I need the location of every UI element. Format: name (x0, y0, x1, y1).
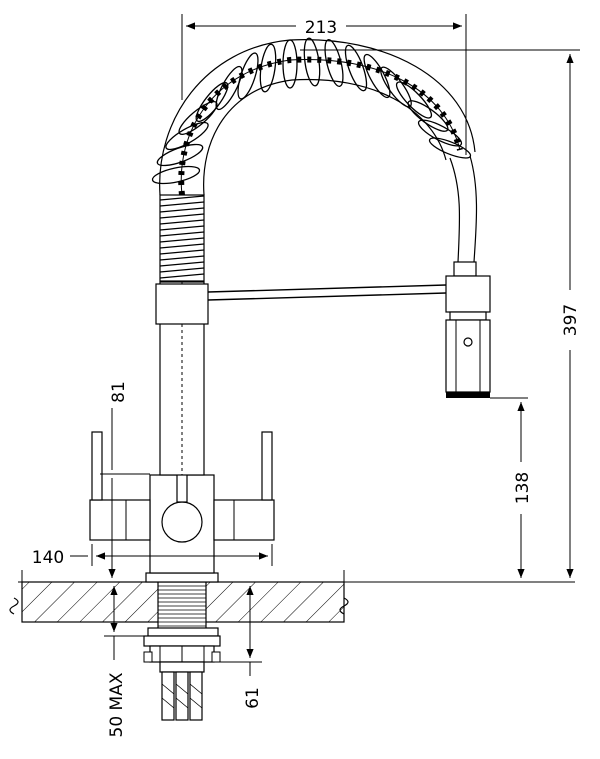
spring-coil (151, 37, 476, 282)
dim-label-213: 213 (305, 18, 337, 38)
spray-head (445, 261, 491, 398)
dim-label-50-max: 50 MAX (107, 672, 127, 737)
dimension-spout-clearance: 138 (490, 397, 533, 578)
dim-label-61: 61 (243, 687, 263, 709)
dim-label-397: 397 (561, 304, 581, 336)
dimension-shank-length: 61 (220, 586, 263, 709)
dim-label-140: 140 (32, 548, 64, 568)
dim-label-138: 138 (513, 472, 533, 504)
countertop (9, 570, 575, 623)
dimension-base-reach: 140 (32, 544, 273, 568)
base-flange (145, 572, 219, 583)
dimension-handle-height: 81 (100, 381, 150, 578)
dimension-total-height: 397 (300, 49, 581, 578)
supply-hoses (161, 671, 203, 721)
spout-hose (449, 155, 478, 263)
dimension-total-width: 213 (181, 14, 467, 155)
dimension-counter-thickness: 50 MAX (104, 586, 148, 737)
mounting-shank (143, 581, 221, 673)
dim-label-81: 81 (109, 381, 129, 403)
faucet-column (155, 281, 209, 476)
spout-support-arm (207, 284, 447, 301)
